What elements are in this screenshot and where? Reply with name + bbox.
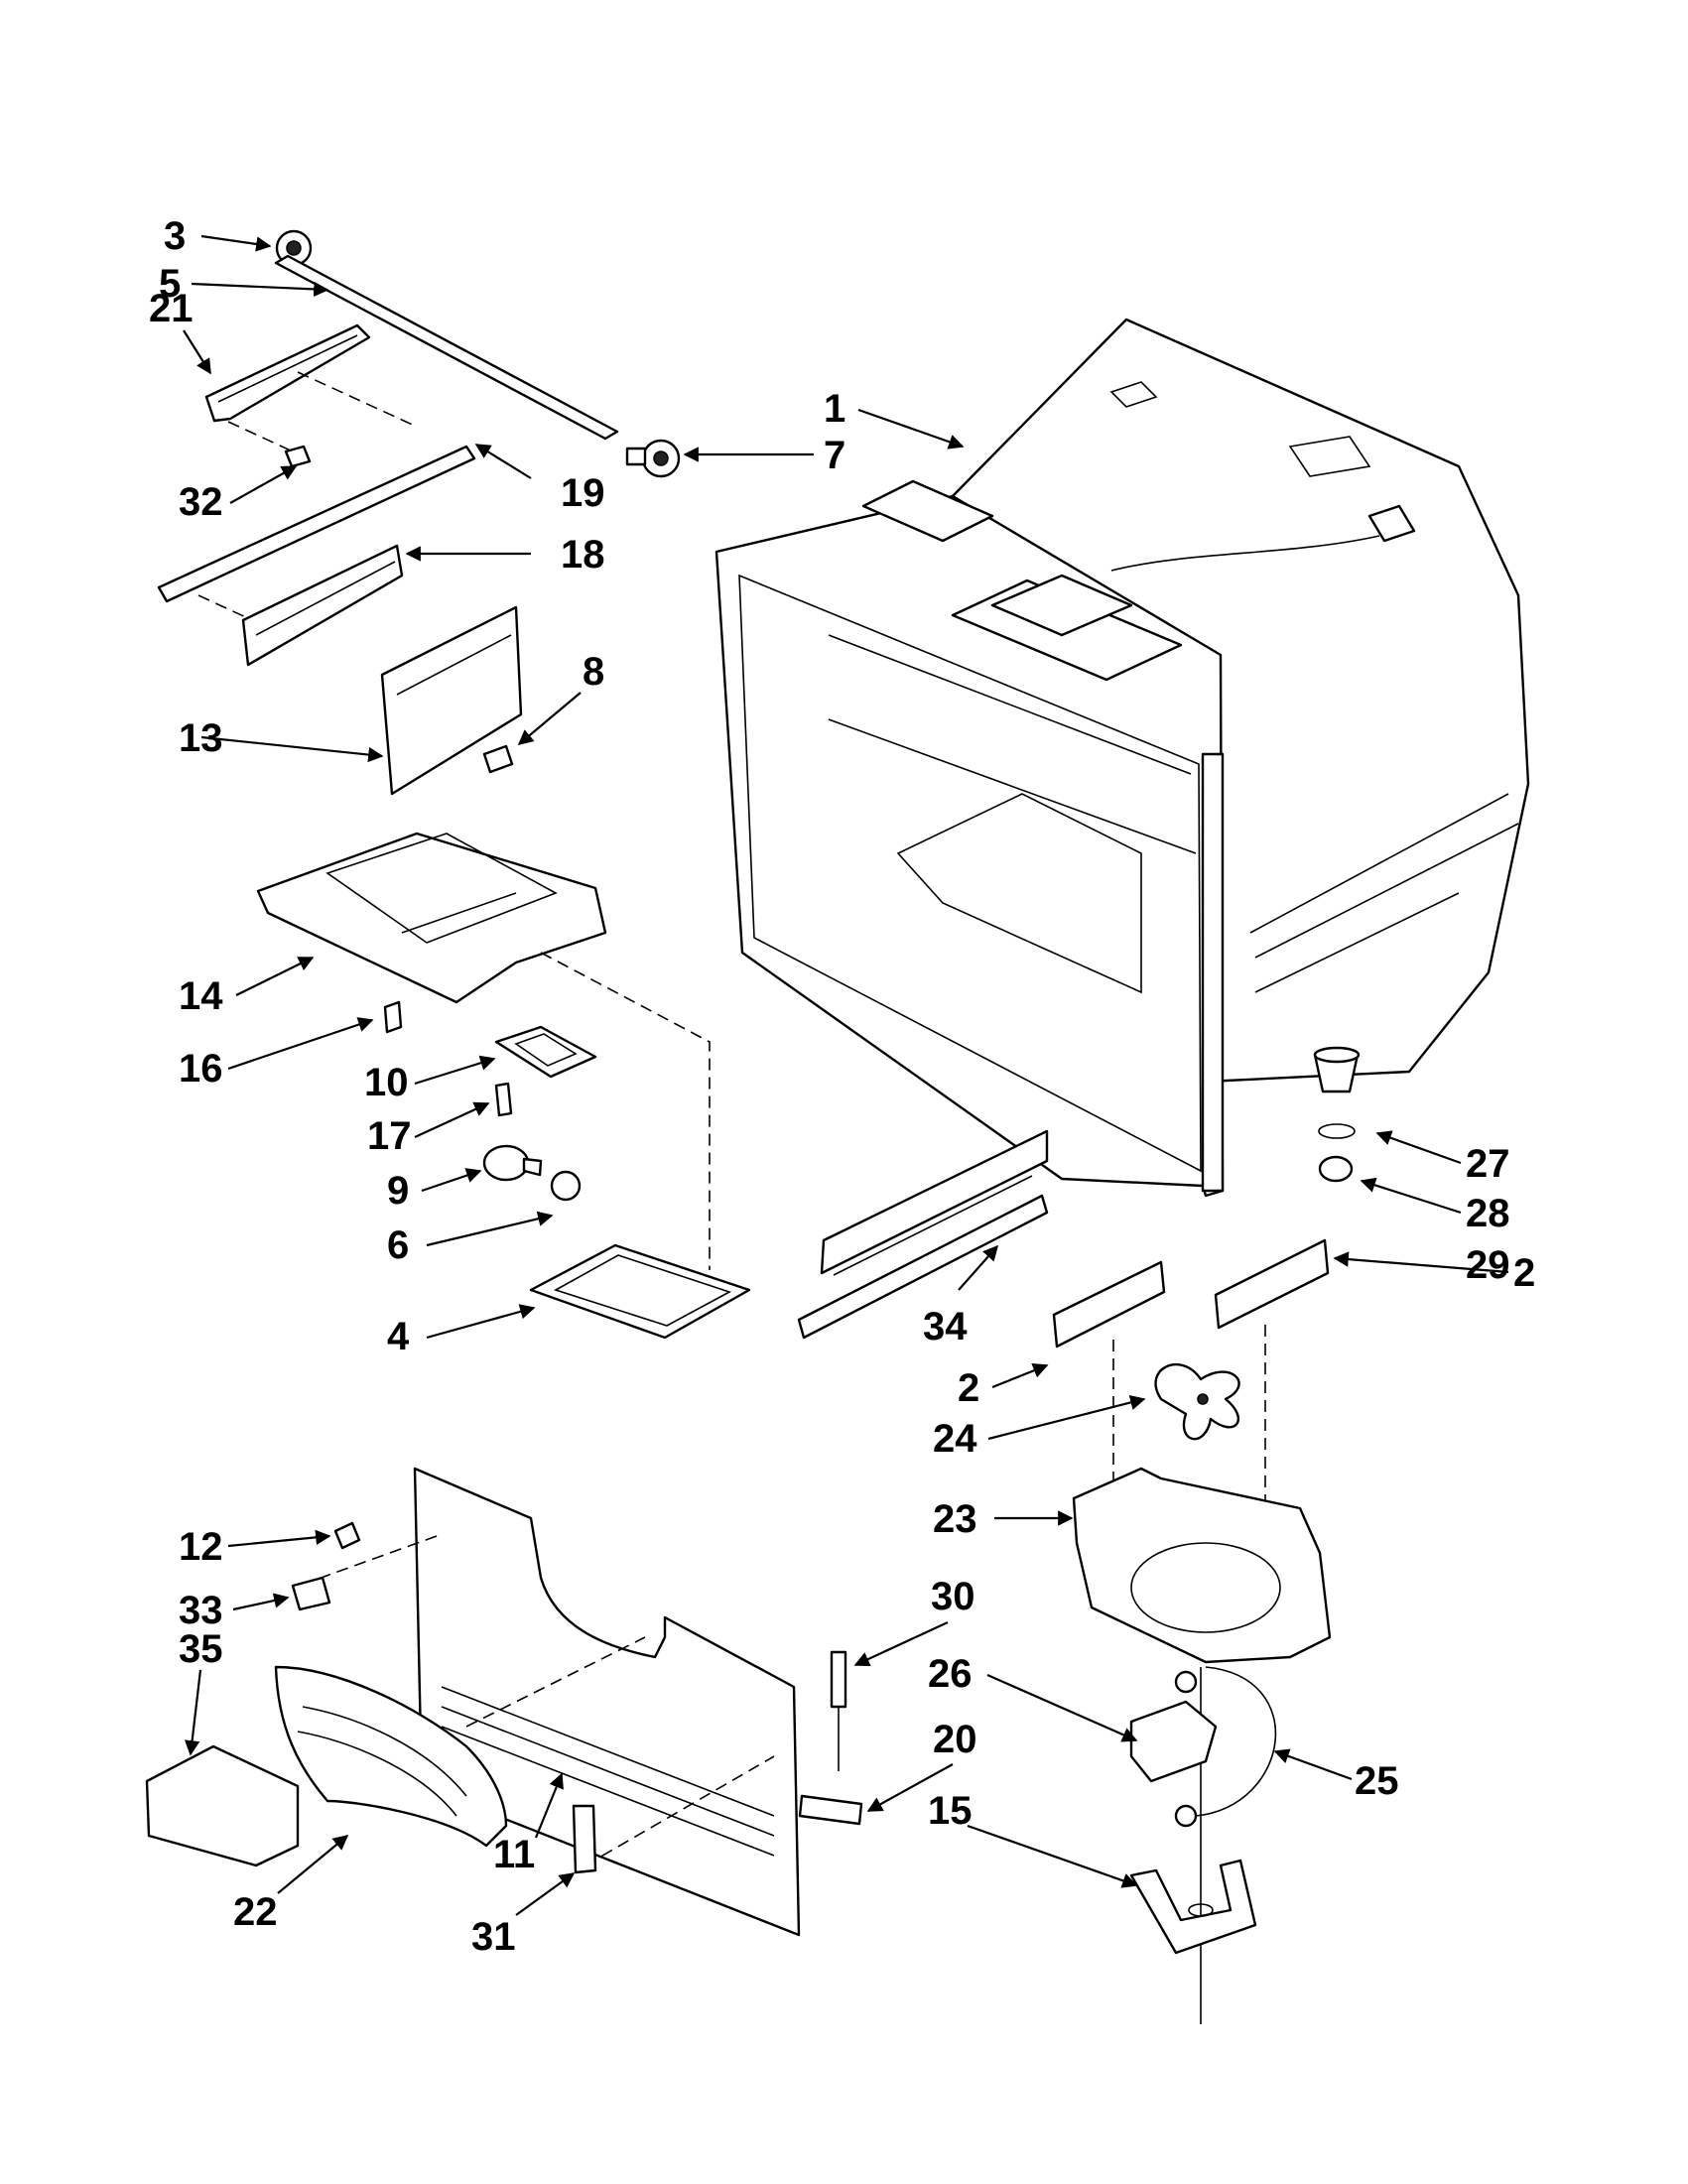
callout-33: 33 (179, 1589, 223, 1632)
part-11-back-panel (413, 1467, 801, 1937)
part-32-screw (284, 445, 312, 468)
callout-8: 8 (583, 650, 604, 694)
part-2-insulation-right (1214, 1238, 1330, 1330)
callout-labels: 3 5 21 32 19 18 7 1 13 8 14 16 10 17 9 6… (149, 214, 1535, 1959)
callout-30: 30 (931, 1575, 975, 1618)
part-6-socket (550, 1170, 582, 1202)
part-15-bracket (1129, 1859, 1257, 1955)
callout-27: 27 (1466, 1142, 1510, 1186)
part-14-housing (256, 832, 607, 1004)
callout-32: 32 (179, 480, 223, 524)
part-34-control-rail (797, 1129, 1049, 1340)
callout-11: 11 (493, 1833, 535, 1876)
part-18-slide (241, 544, 404, 667)
part-9-bulb (482, 1144, 543, 1182)
part-22-grille (274, 1665, 508, 1848)
leader-lines (183, 234, 1509, 1916)
callout-10: 10 (364, 1061, 409, 1104)
callout-20: 20 (933, 1718, 977, 1761)
part-19-rail (157, 445, 476, 603)
part-28-ring (1318, 1123, 1356, 1139)
part-4-tray (529, 1243, 751, 1340)
part-1-freezer-liner (714, 318, 1530, 1198)
part-27-cup (1313, 1046, 1361, 1093)
part-13-shroud (380, 605, 523, 796)
part-5-rod (274, 254, 619, 441)
callout-9: 9 (387, 1169, 409, 1213)
callout-21: 21 (149, 287, 194, 330)
callout-16: 16 (179, 1047, 223, 1091)
part-24-fan-blade (1154, 1362, 1240, 1441)
callout-28: 28 (1466, 1192, 1510, 1235)
part-29-grommet (1318, 1155, 1354, 1183)
callout-18: 18 (561, 533, 605, 577)
callout-34: 34 (923, 1305, 968, 1349)
part-35-cover (145, 1744, 300, 1867)
part-26-motor (1129, 1670, 1218, 1828)
callout-15: 15 (928, 1789, 973, 1833)
callout-35: 35 (179, 1627, 223, 1671)
callout-2-left: 2 (958, 1366, 979, 1410)
callout-3: 3 (164, 214, 186, 258)
callout-2-right: 2 (1513, 1251, 1535, 1295)
callout-19: 19 (561, 471, 605, 515)
callout-17: 17 (367, 1114, 412, 1158)
callout-31: 31 (471, 1915, 516, 1959)
part-7-gear (625, 439, 681, 478)
callout-26: 26 (928, 1652, 973, 1696)
callout-6: 6 (387, 1223, 409, 1267)
callout-4: 4 (387, 1315, 410, 1358)
part-12-screw (333, 1521, 361, 1550)
part-2-insulation-left (1052, 1260, 1166, 1349)
callout-25: 25 (1355, 1759, 1399, 1803)
callout-12: 12 (179, 1525, 223, 1569)
part-31-thermistor (572, 1804, 597, 1874)
part-8-screw (482, 744, 514, 774)
callout-23: 23 (933, 1497, 977, 1541)
part-20-gasket (798, 1794, 863, 1826)
callout-22: 22 (233, 1890, 278, 1934)
callout-7: 7 (824, 434, 845, 477)
part-17-screw (494, 1082, 513, 1117)
callout-24: 24 (933, 1417, 977, 1461)
callout-13: 13 (179, 716, 223, 760)
callout-5: 5 (159, 262, 181, 306)
part-23-fan-housing (1072, 1467, 1332, 1664)
callout-1: 1 (824, 387, 845, 431)
callout-14: 14 (179, 974, 223, 1018)
part-16-switch (383, 1000, 403, 1034)
part-21-bracket (204, 323, 371, 423)
part-10-lens (494, 1025, 597, 1079)
part-30-sensor (830, 1650, 847, 1771)
callout-29: 29 (1466, 1243, 1510, 1287)
part-33-clip (291, 1576, 331, 1611)
